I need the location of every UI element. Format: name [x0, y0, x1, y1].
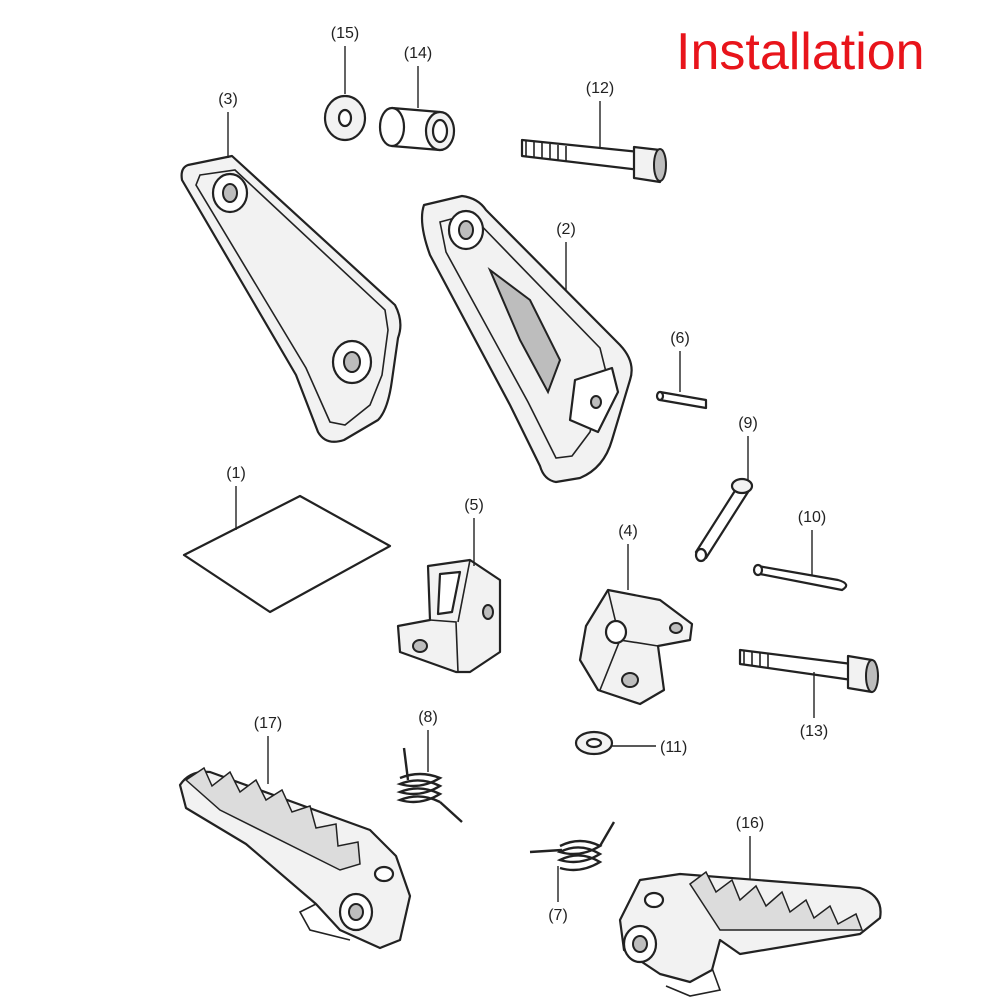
part-12-bolt [520, 138, 667, 184]
part-17-footrest [178, 766, 412, 950]
part-13-bolt [738, 648, 880, 694]
part-1-sheet [182, 494, 392, 614]
part-4-mount-bracket [578, 588, 694, 706]
part-15-washer [323, 94, 367, 142]
page-title: Installation [676, 23, 925, 81]
part-5-mount-bracket [396, 558, 502, 674]
callout-8: (8) [418, 709, 438, 726]
callout-3: (3) [218, 91, 238, 108]
callout-12: (12) [586, 80, 614, 97]
callout-4: (4) [618, 523, 638, 540]
callout-13: (13) [800, 723, 828, 740]
callout-6: (6) [670, 330, 690, 347]
callout-9: (9) [738, 415, 758, 432]
callout-11: (11) [660, 739, 687, 756]
part-16-footrest [618, 870, 882, 997]
part-8-spring [396, 747, 463, 823]
callout-17: (17) [254, 715, 282, 732]
callout-2: (2) [556, 221, 576, 238]
callout-1: (1) [226, 465, 246, 482]
callout-16: (16) [736, 815, 764, 832]
part-10-cotter-pin [752, 563, 848, 592]
part-11-washer [574, 730, 614, 756]
callout-10: (10) [798, 509, 826, 526]
part-7-spring [529, 821, 616, 872]
part-2-footrest-bracket [420, 194, 633, 484]
callout-5: (5) [464, 497, 484, 514]
part-9-clevis-pin [694, 477, 754, 563]
callout-7: (7) [548, 907, 568, 924]
callout-14: (14) [404, 45, 432, 62]
part-14-collar [378, 106, 456, 152]
part-3-bracket-plate [180, 154, 402, 443]
callout-15: (15) [331, 25, 359, 42]
part-6-pin [655, 390, 708, 410]
